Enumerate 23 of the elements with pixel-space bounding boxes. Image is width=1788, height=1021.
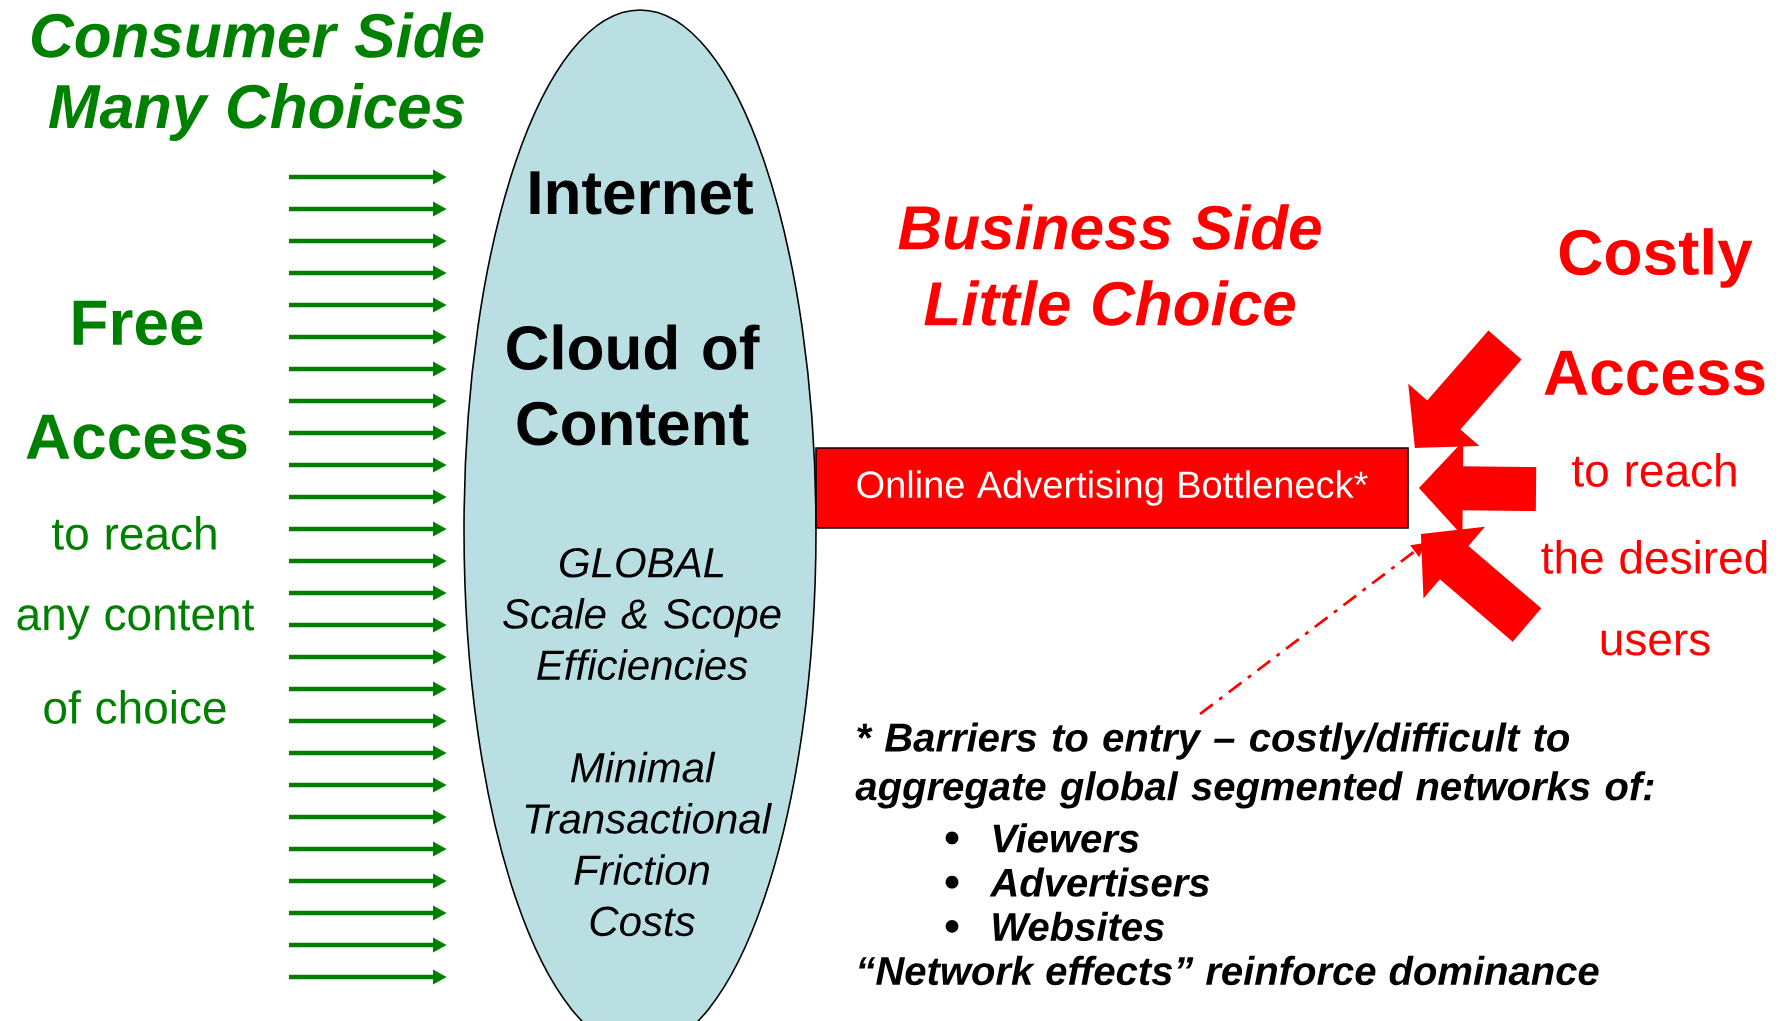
label: Costly: [1559, 228, 1753, 288]
label: Access: [1544, 350, 1765, 396]
footnote-text: “Network effects” reinforce dominance: [859, 955, 1599, 986]
label: users: [1601, 630, 1710, 656]
ellipse-text: Internet: [530, 171, 753, 215]
label: to reach: [1572, 453, 1736, 487]
bullet-item: Advertisers: [989, 867, 1210, 897]
ellipse-text: GLOBAL Scale & Scope Efficiencies: [503, 547, 781, 681]
label: of choice: [44, 690, 226, 724]
label: the desired: [1541, 540, 1767, 574]
ellipse-text: Cloud of Content: [507, 324, 760, 446]
label: any content: [17, 600, 255, 640]
bullet-item: Viewers: [993, 823, 1139, 853]
label: Free: [73, 300, 203, 346]
label: to reach: [52, 516, 216, 550]
label: Access: [26, 414, 247, 460]
heading: Consumer Side: [32, 12, 484, 58]
heading: Business Side: [898, 204, 1321, 250]
heading: Little Choice: [924, 280, 1295, 326]
ellipse-text: Minimal Transactional Friction Costs: [525, 751, 772, 937]
bottleneck-box: Online Advertising Bottleneck*: [815, 447, 1409, 529]
bullet-item: Websites: [993, 911, 1164, 941]
footnote-text: * Barriers to entry – costly/difficult to aggregate global segmented networks of:: [855, 722, 1654, 809]
